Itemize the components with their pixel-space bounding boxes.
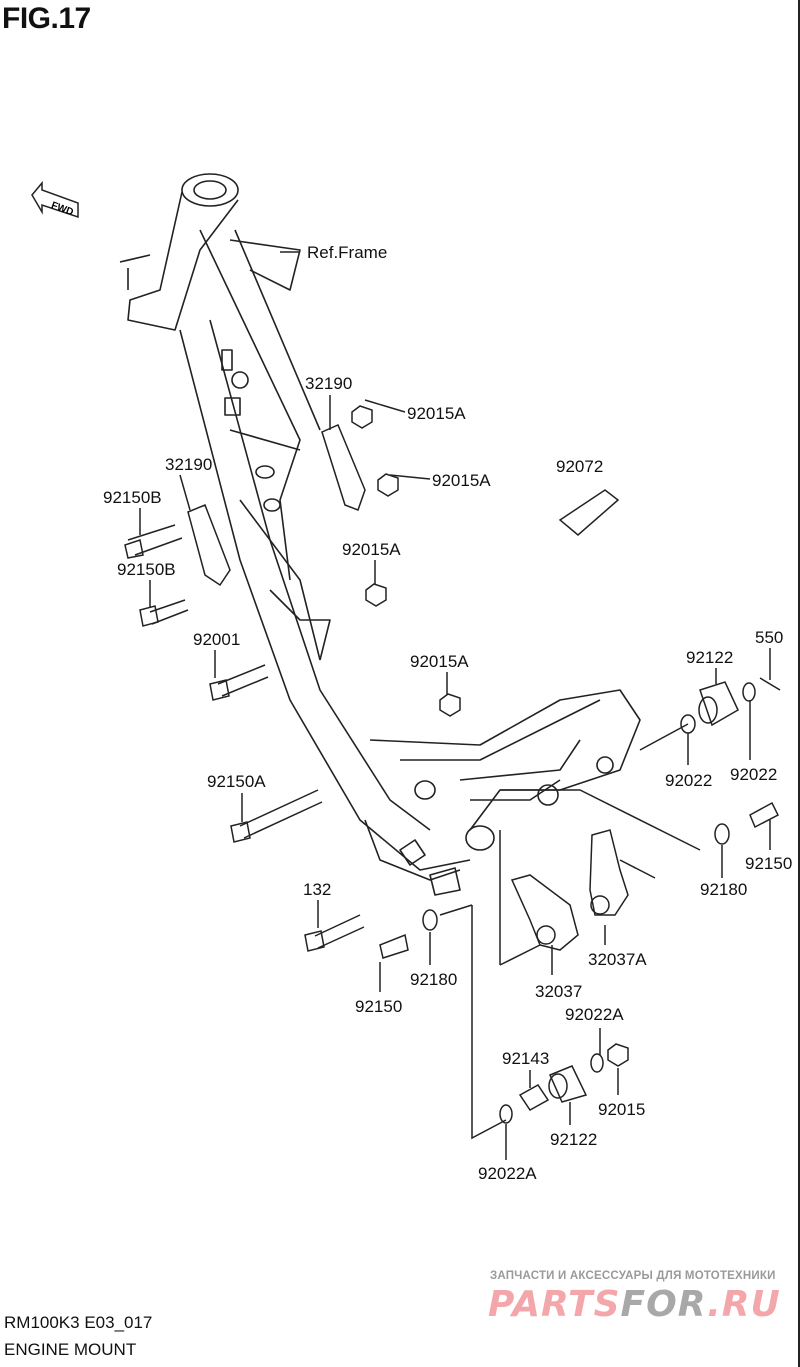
part-label: 92015 [598,1100,645,1119]
part-label: 92180 [410,970,457,989]
part-label: 32190 [305,374,352,393]
nut-icon [439,693,461,717]
part-label: 550 [755,628,783,647]
collar-92122-lower [549,1065,588,1103]
part-label: 32037A [588,950,647,969]
bracket-32190-lower [187,504,231,587]
pipe-92143 [518,1084,550,1111]
nut-icon [607,1043,629,1067]
model-code: RM100K3 E03_017 [4,1313,153,1332]
bolt-head-icon [139,605,159,627]
part-label: 92015A [432,471,491,490]
bolt-head-icon [230,821,251,843]
figure-name: ENGINE MOUNT [4,1340,137,1359]
bolt-head-icon [304,930,325,952]
fwd-arrow-icon: FWD [31,180,79,218]
part-label: 92001 [193,630,240,649]
bolt-92150-right [749,801,780,829]
nut-icon [377,473,399,497]
part-label: 92150A [207,772,266,791]
part-label: 92022A [565,1005,624,1024]
bracket-32190-upper [321,424,366,511]
bolt-head-icon [209,679,230,701]
part-label: 92022A [478,1164,537,1183]
part-label: 92072 [556,457,603,476]
image-border [798,0,800,1367]
part-label: 92150B [117,560,176,579]
part-label: 92015A [410,652,469,671]
parts-drawing [124,251,781,1160]
bolt-92150a [239,789,323,839]
frame-drawing [119,173,641,896]
part-label: 92150B [103,488,162,507]
logo-part2: FOR [620,1284,708,1325]
part-label: 32037 [535,982,582,1001]
part-label: 92022 [665,771,712,790]
part-label: 92150 [745,854,792,873]
part-label: 32190 [165,455,212,474]
part-label: 92180 [700,880,747,899]
logo-part3: .RU [707,1284,781,1325]
bolt-92150b-1 [127,524,183,556]
plate-32037 [510,874,579,951]
part-label: 92150 [355,997,402,1016]
figure-title: FIG.17 [2,2,91,35]
part-label: 92143 [502,1049,549,1068]
bolt-92150-left [379,933,409,959]
clamp-92072 [558,489,620,536]
part-labels: Ref.Frame3219092015A92015A3219092150B921… [103,243,792,1183]
part-label: 92122 [550,1130,597,1149]
nut-icon [365,583,387,607]
bolt-head-icon [124,539,144,559]
part-label: 92015A [407,404,466,423]
part-label: 92022 [730,765,777,784]
collar-92122 [699,681,739,727]
watermark-logo: PARTSFOR.RU [488,1284,781,1325]
part-label: 132 [303,880,331,899]
nut-icon [351,405,373,429]
part-label: 92122 [686,648,733,667]
logo-part1: PARTS [488,1284,621,1325]
part-label: 92015A [342,540,401,559]
part-label: Ref.Frame [307,243,387,262]
watermark-tagline: ЗАПЧАСТИ И АКСЕССУАРЫ ДЛЯ МОТОТЕХНИКИ [490,1270,776,1282]
bolt-132 [314,914,365,949]
cotter-pin-550 [759,677,781,691]
plate-32037a [589,829,629,916]
